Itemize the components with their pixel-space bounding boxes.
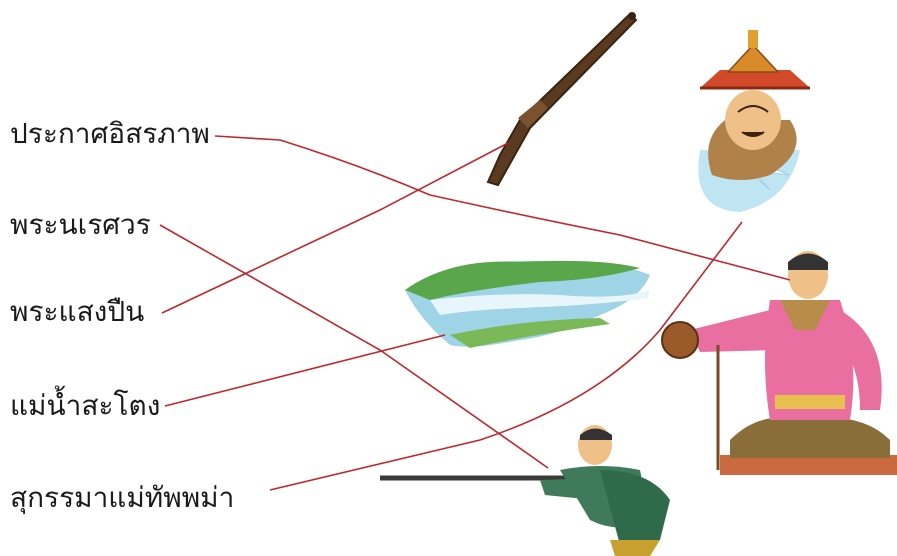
line-royal-gun-to-musket <box>161 142 509 314</box>
label-royal-gun: พระแสงปืน <box>10 295 145 328</box>
soldier-picture <box>380 425 670 556</box>
line-general-to-burmese <box>269 221 743 491</box>
label-sittaung-river: แม่น้ำสะโตง <box>10 389 161 422</box>
river-picture <box>405 260 650 348</box>
matching-lines <box>159 135 791 491</box>
line-independence-to-king <box>214 135 791 281</box>
label-naresuan: พระนเรศวร <box>10 208 151 241</box>
label-declare-independence: ประกาศอิสรภาพ <box>10 117 210 150</box>
label-burmese-general: สุกรรมาแม่ทัพพม่า <box>10 481 235 514</box>
musket-picture <box>486 12 638 187</box>
line-river-to-river <box>164 334 446 407</box>
king-picture <box>661 251 897 475</box>
burmese-general-picture <box>698 30 810 212</box>
line-naresuan-to-soldier <box>159 224 549 469</box>
